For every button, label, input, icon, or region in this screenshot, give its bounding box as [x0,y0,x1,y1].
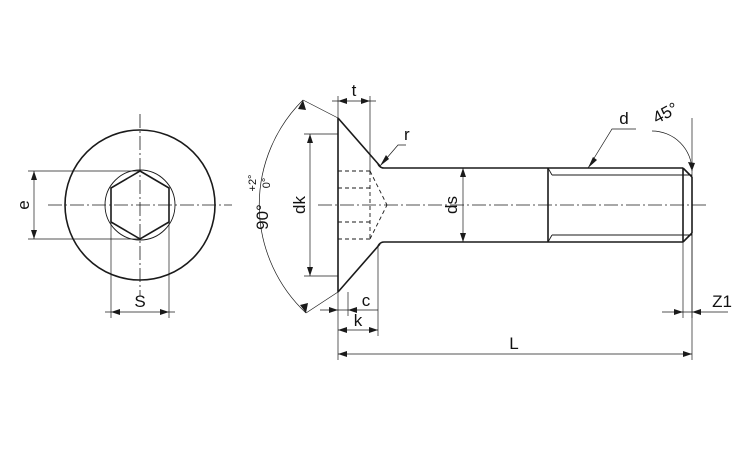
z1-arrow-right [692,309,701,315]
k-label: k [354,311,363,330]
ds-arrow-bottom [460,233,466,242]
thread-runout-bottom [547,234,553,243]
chamfer-bottom [682,232,693,243]
thread-runout-top [547,167,553,176]
head-fillet-r [377,163,385,169]
r-leader-arrow [380,155,389,166]
angle90-extension-bottom [305,291,339,314]
l-arrow-right [683,351,692,357]
head-cone-upper [337,117,381,167]
chamfer-top [682,167,693,178]
hidden-socket-lines [338,170,388,240]
angle90-tol-zero: 0° [261,178,273,189]
s-arrow-left [111,309,120,315]
angle90-arrow-top [298,100,306,110]
c-arrow-right [348,307,357,313]
t-label: t [352,81,357,100]
dk-arrow-top [307,134,313,143]
l-label: L [509,334,518,353]
dk-arrow-bottom [307,267,313,276]
t-arrow-left [338,98,347,104]
head-cone-lower [337,243,381,293]
head-fillet-lower [377,241,385,247]
angle90-annotation: 90° +2° 0° [247,175,273,230]
s-label: S [134,292,145,311]
d-leader [587,128,636,169]
dk-label: dk [290,196,309,214]
d-label: d [619,109,628,128]
angle90-tol-plus: +2° [247,175,259,192]
ds-arrow-top [460,168,466,177]
s-arrow-right [160,309,169,315]
angle90-arrow-bottom [300,303,308,313]
angle45-arrow [688,162,695,171]
l-arrow-left [338,351,347,357]
k-arrow-right [369,327,378,333]
d-leader-arrow [588,157,597,168]
end-view: e S [14,114,232,318]
t-arrow-right [361,98,370,104]
e-label: e [14,200,33,209]
c-arrow-left [329,307,338,313]
c-label: c [362,291,371,310]
e-arrow-bottom [31,230,37,239]
angle90-extension-top [302,99,339,119]
r-label: r [404,125,410,144]
angle90-arc [258,99,307,314]
z1-label: Z1 [712,292,732,311]
side-view: t r d 45° 90° +2° 0° dk [247,81,732,360]
angle90-label: 90° [253,204,272,230]
angle45-label: 45° [650,99,682,128]
ds-label: ds [442,196,461,214]
e-arrow-top [31,171,37,180]
k-arrow-left [338,327,347,333]
z1-arrow-left [674,309,683,315]
angle45-arc [651,130,693,172]
